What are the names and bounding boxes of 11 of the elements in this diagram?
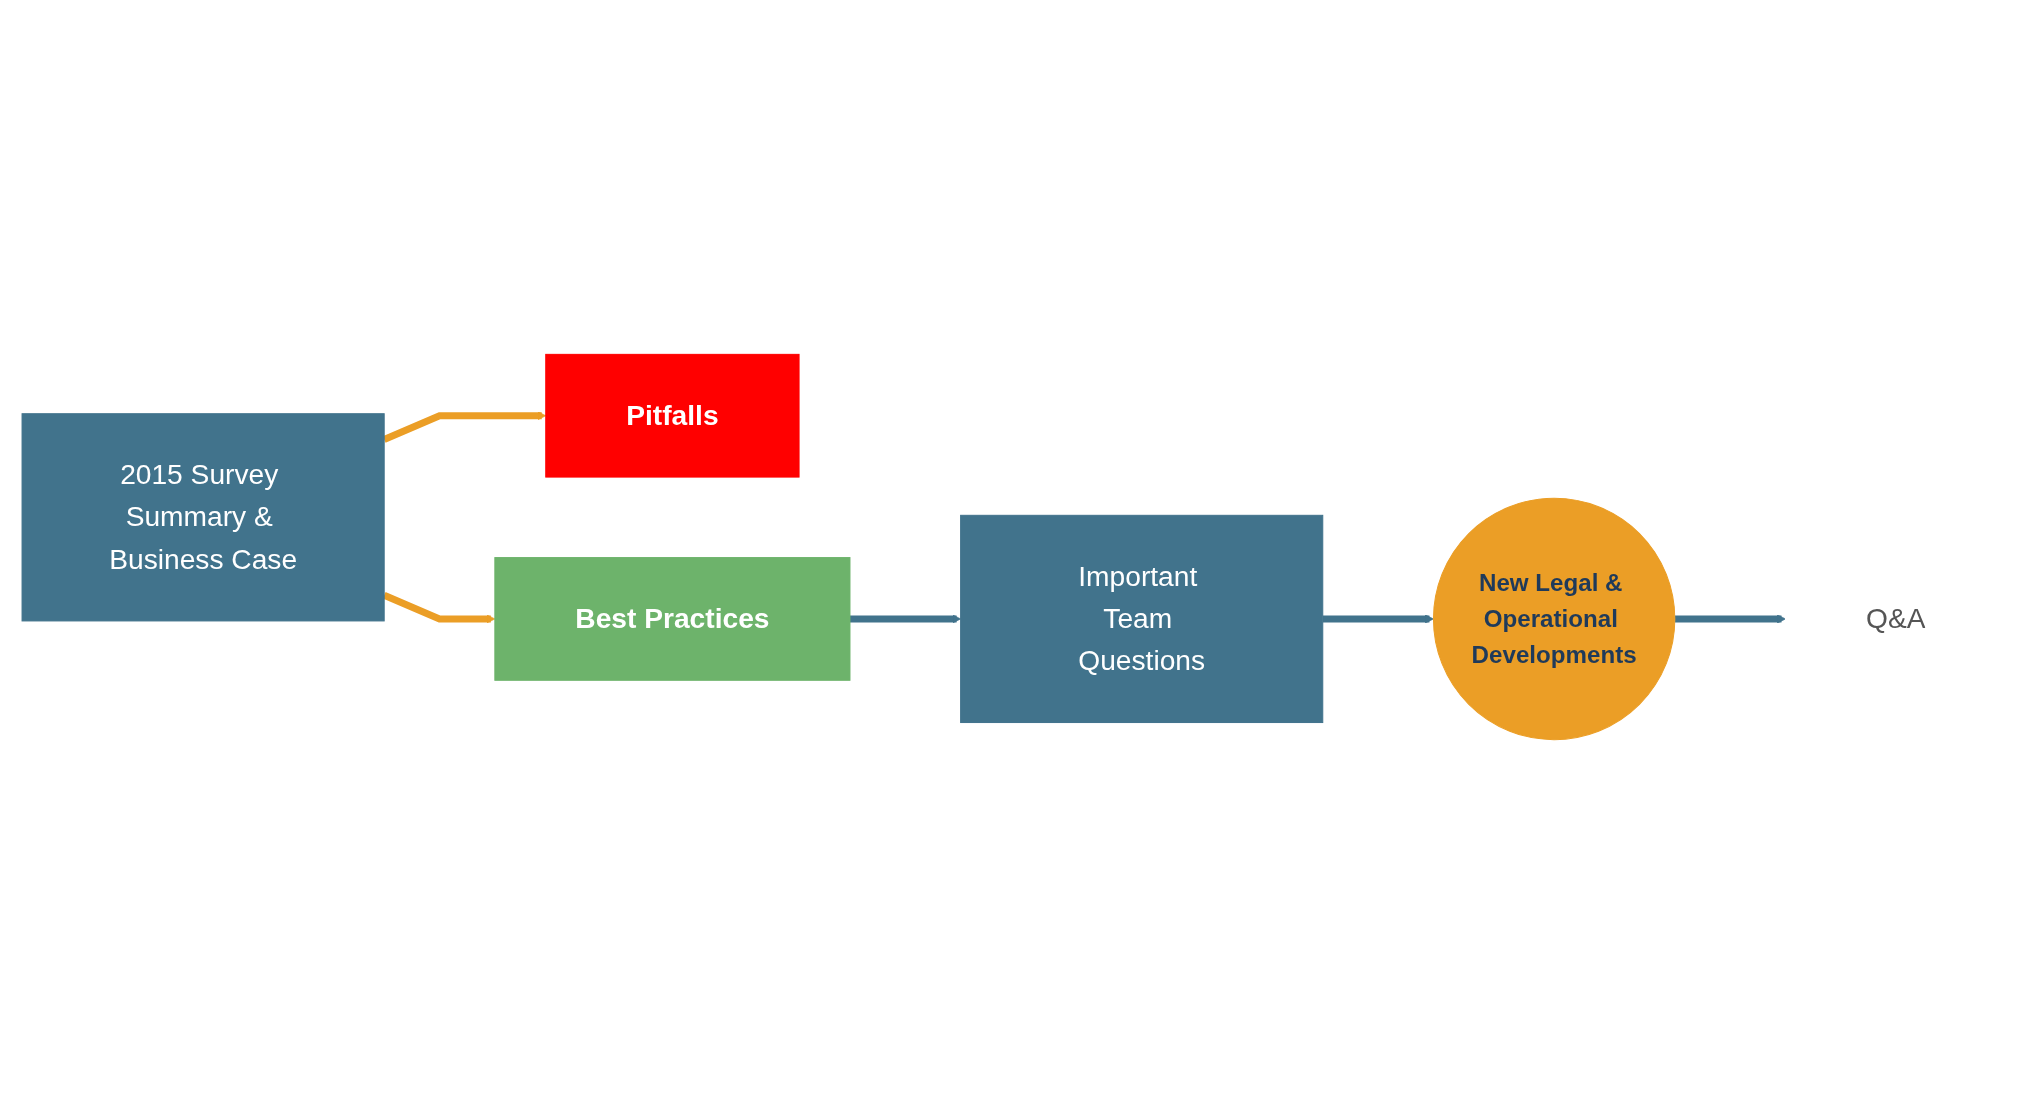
node-box: 2015 Survey Summary & Business Case [21,412,385,621]
arrow [849,614,961,623]
node-circle: New Legal & Operational Developments [1432,497,1676,740]
node-box: Pitfalls [545,353,800,478]
arrow [382,591,496,623]
arrow [1322,614,1434,623]
node-text: Q&A [1865,602,1926,634]
arrow [382,410,547,443]
node-box: Best Practices [494,556,851,681]
node-box: Important Team Questions [960,514,1324,723]
arrow [1674,614,1786,623]
